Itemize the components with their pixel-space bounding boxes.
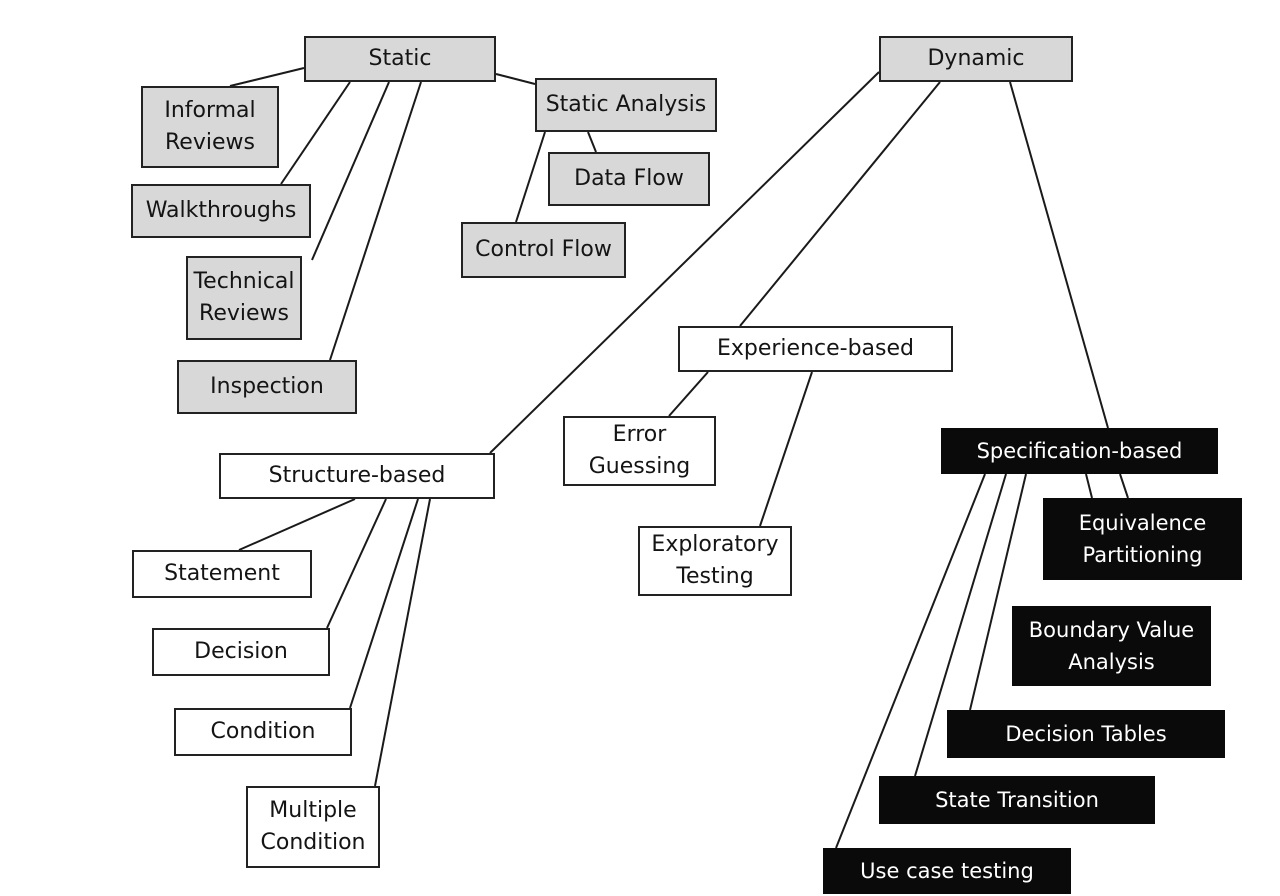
node-structure-based: Structure-based xyxy=(219,453,495,499)
node-walkthroughs: Walkthroughs xyxy=(131,184,311,238)
edge-static-walkthroughs xyxy=(280,81,351,185)
node-statement: Statement xyxy=(132,550,312,598)
node-technical-reviews: Technical Reviews xyxy=(186,256,302,340)
node-boundary-value-analysis: Boundary Value Analysis xyxy=(1012,606,1211,686)
node-experience-based: Experience-based xyxy=(678,326,953,372)
edge-static-inspection xyxy=(329,81,422,361)
edge-spec-equiv-b xyxy=(1119,473,1129,499)
edge-spec-equiv-a xyxy=(1085,473,1093,499)
node-static: Static xyxy=(304,36,496,82)
edge-static-informal xyxy=(229,67,305,87)
edge-spec-state xyxy=(914,473,1007,777)
node-specification-based: Specification-based xyxy=(941,428,1218,474)
edge-experience-error xyxy=(668,371,709,417)
node-use-case-testing: Use case testing xyxy=(823,848,1071,894)
node-condition: Condition xyxy=(174,708,352,756)
edge-static-analysis xyxy=(495,73,536,85)
node-exploratory-testing: Exploratory Testing xyxy=(638,526,792,596)
node-state-transition: State Transition xyxy=(879,776,1155,824)
node-error-guessing: Error Guessing xyxy=(563,416,716,486)
node-static-analysis: Static Analysis xyxy=(535,78,717,132)
edge-dynamic-spec xyxy=(1009,81,1109,429)
node-data-flow: Data Flow xyxy=(548,152,710,206)
edge-structure-multiple xyxy=(374,498,431,787)
node-informal-reviews: Informal Reviews xyxy=(141,86,279,168)
edge-structure-statement xyxy=(238,498,356,551)
node-equivalence-partitioning: Equivalence Partitioning xyxy=(1043,498,1242,580)
node-inspection: Inspection xyxy=(177,360,357,414)
edge-analysis-dataflow xyxy=(587,131,597,153)
edge-structure-decision xyxy=(326,498,387,629)
edge-dynamic-experience xyxy=(739,81,941,327)
edge-analysis-controlflow xyxy=(515,131,546,223)
edge-experience-exploratory xyxy=(759,371,813,527)
edge-static-technical xyxy=(311,81,390,261)
node-decision-tables: Decision Tables xyxy=(947,710,1225,758)
node-multiple-condition: Multiple Condition xyxy=(246,786,380,868)
node-control-flow: Control Flow xyxy=(461,222,626,278)
edge-spec-dtables xyxy=(969,473,1027,711)
node-decision: Decision xyxy=(152,628,330,676)
edge-dynamic-structure xyxy=(489,71,880,454)
edge-spec-usecase xyxy=(835,473,986,849)
edge-structure-condition xyxy=(349,498,419,709)
node-dynamic: Dynamic xyxy=(879,36,1073,82)
